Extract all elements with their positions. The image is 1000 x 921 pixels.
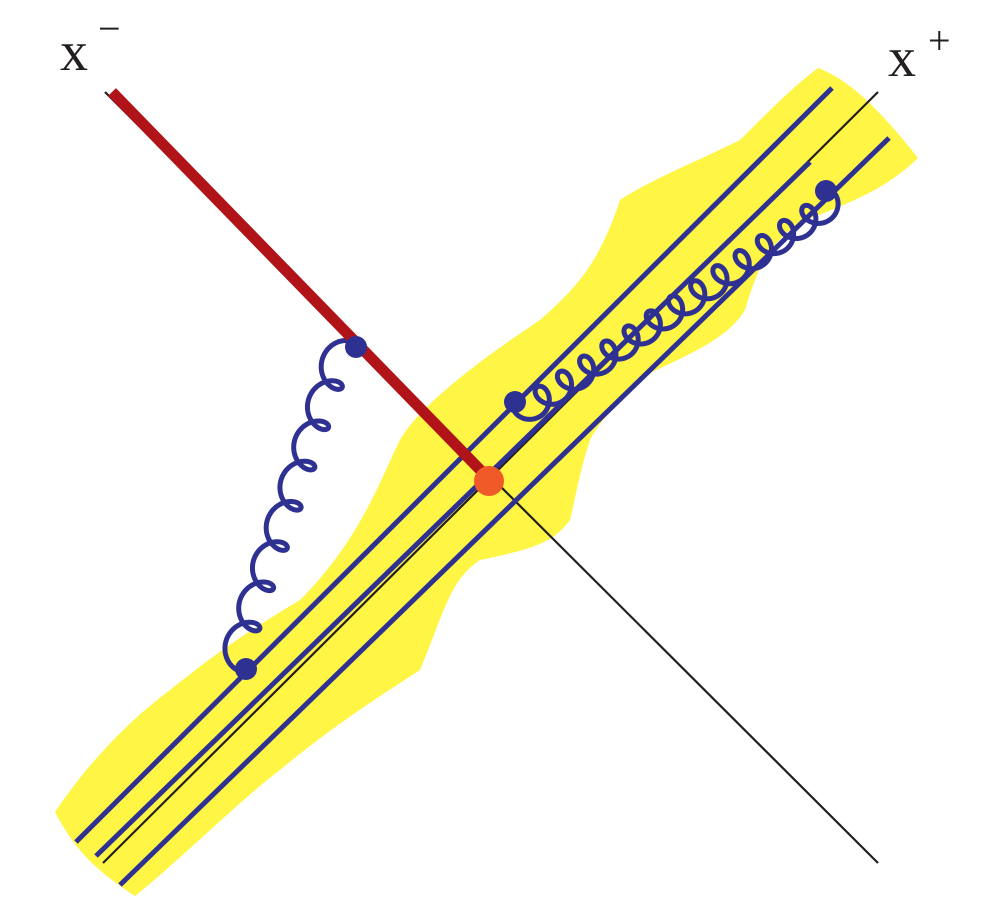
x-minus-label: x bbox=[60, 21, 88, 83]
x-minus-superscript: − bbox=[98, 6, 121, 51]
vertices bbox=[235, 180, 837, 680]
parton-line-upper bbox=[74, 86, 834, 844]
left-gluon bbox=[222, 337, 359, 674]
parton-line-middle bbox=[94, 160, 812, 858]
parton-line-lower bbox=[118, 136, 891, 887]
x-plus-superscript: + bbox=[928, 18, 951, 63]
red-probe-line bbox=[108, 88, 494, 484]
vertex-upper-right bbox=[815, 180, 837, 202]
vertex-middle bbox=[504, 391, 526, 413]
x-plus-label: x bbox=[888, 27, 916, 89]
vertex-lower-left bbox=[235, 658, 257, 680]
right-gluon bbox=[510, 187, 841, 422]
vertex-probe-gluon bbox=[345, 336, 367, 358]
parton-lines bbox=[74, 86, 891, 887]
orange-interaction-point bbox=[474, 466, 504, 496]
gluon-layer bbox=[222, 187, 841, 674]
